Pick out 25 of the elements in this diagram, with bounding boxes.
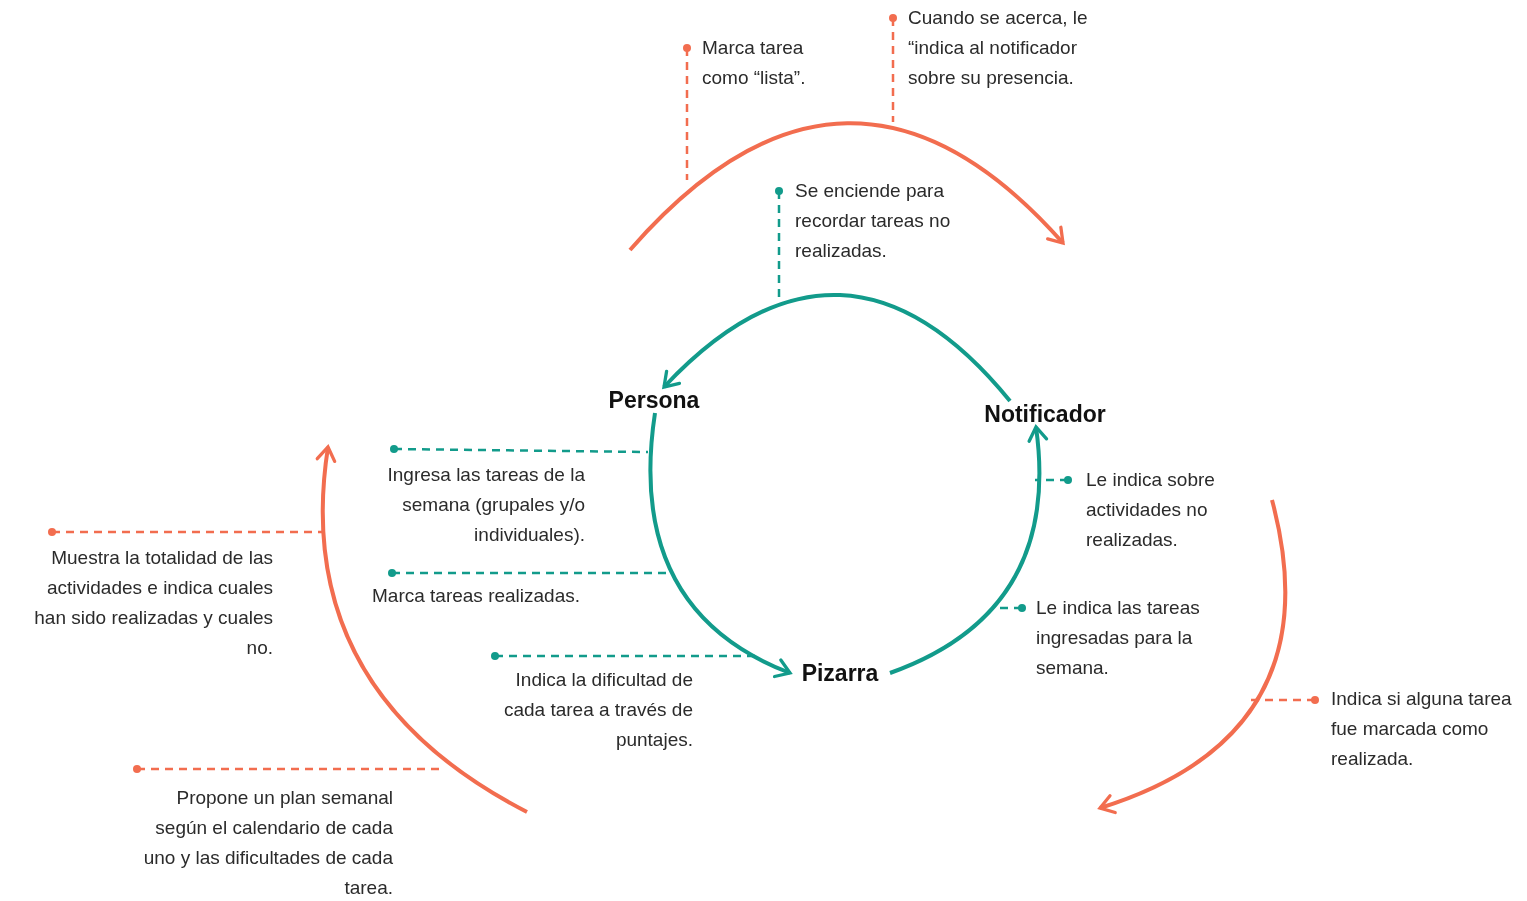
actor-label: Pizarra [790, 660, 890, 686]
leader-line [992, 604, 1026, 612]
leader-line [133, 765, 442, 773]
annotation-text: Muestra la totalidad de las actividades e indica cuales han sido realizadas y cuales no. [25, 532, 273, 663]
annotation-text: Cuando se acerca, le “indica al notificador sobre su presencia. [893, 3, 1128, 93]
leader-line [683, 44, 691, 180]
leader-line [48, 528, 322, 536]
annotation-text: Ingresa las tareas de la semana (grupales y/o individuales). [375, 449, 585, 550]
leader-line [1035, 476, 1072, 484]
curved-arrow [648, 412, 792, 678]
annotation-text: Marca tarea como “lista”. [687, 33, 842, 93]
annotation-text: Le indica sobre actividades no realizadas. [1068, 465, 1246, 555]
curved-arrow [662, 293, 1012, 403]
annotation-text: Indica si alguna tarea fue marcada como realizada. [1315, 684, 1521, 774]
annotation-text: Indica la dificultad de cada tarea a través de puntajes. [478, 656, 693, 755]
leader-line [775, 187, 783, 300]
leader-line [390, 445, 648, 454]
actor-label: Notificador [970, 401, 1120, 427]
curved-arrow [889, 425, 1048, 675]
annotation-text: Se enciende para recordar tareas no realizadas. [779, 176, 990, 266]
annotation-text: Propone un plan semanal según el calendario de cada uno y las dificultades de cada tarea. [125, 769, 393, 901]
actor-label: Persona [600, 387, 708, 413]
annotation-text: Marca tareas realizadas. [372, 573, 622, 611]
annotation-text: Le indica las tareas ingresadas para la semana. [1022, 593, 1236, 683]
leader-line [889, 14, 897, 122]
